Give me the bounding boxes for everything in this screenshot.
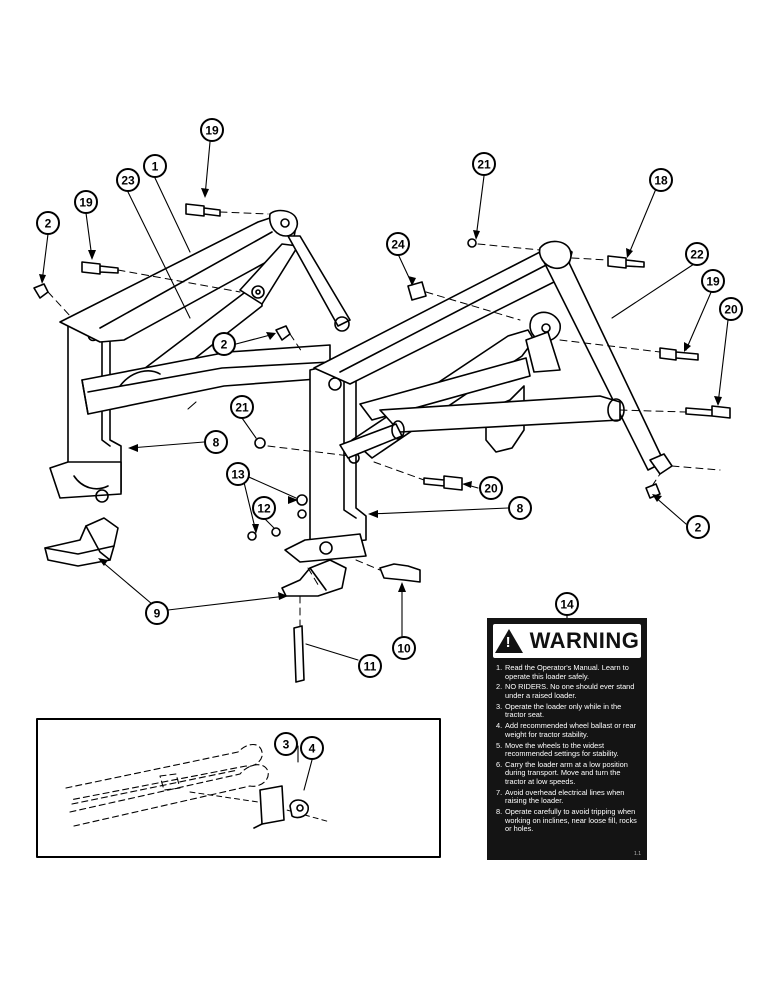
left-frame: [44, 209, 351, 567]
callout-8: 8: [204, 430, 228, 454]
svg-text:23: 23: [121, 174, 135, 188]
svg-text:1: 1: [152, 160, 159, 174]
callout-23: 23: [116, 168, 140, 192]
svg-text:24: 24: [391, 238, 405, 252]
svg-text:21: 21: [477, 158, 491, 172]
callout-3: 3: [274, 732, 298, 756]
svg-text:9: 9: [154, 607, 161, 621]
callout-24: 24: [386, 232, 410, 256]
svg-text:21: 21: [235, 401, 249, 415]
warning-item: 4.Add recommended wheel ballast or rear …: [496, 721, 637, 739]
warning-item: 3.Operate the loader only while in the t…: [496, 701, 622, 720]
svg-text:19: 19: [205, 124, 219, 138]
callout-10: 10: [392, 636, 416, 660]
callout-14: 14: [555, 592, 579, 616]
callout-21: 21: [472, 152, 496, 176]
right-frame: [281, 240, 673, 597]
warning-item: 7.Avoid overhead electrical lines when r…: [496, 787, 625, 806]
svg-text:22: 22: [690, 248, 704, 262]
warning-item: 2.NO RIDERS. No one should ever stand un…: [496, 682, 635, 700]
callout-2: 2: [686, 515, 710, 539]
arrowheads: [39, 188, 722, 600]
svg-text:14: 14: [560, 598, 574, 612]
warning-item: 1.Read the Operator's Manual. Learn to o…: [496, 663, 629, 681]
warning-item: 5.Move the wheels to the widest recommen…: [496, 740, 619, 759]
warning-list: 1.Read the Operator's Manual. Learn to o…: [493, 663, 641, 834]
svg-text:8: 8: [213, 436, 220, 450]
warning-item: 8.Operate carefully to avoid tripping wh…: [496, 807, 637, 834]
callout-9: 9: [145, 601, 169, 625]
warning-item: 6.Carry the loader arm at a low position…: [496, 759, 628, 787]
svg-text:3: 3: [283, 738, 290, 752]
alignment-lines: [47, 211, 721, 627]
leader-lines: [41, 141, 729, 791]
warning-header: WARNING: [493, 624, 641, 658]
svg-text:4: 4: [309, 742, 316, 756]
callout-20: 20: [719, 297, 743, 321]
callout-2: 2: [212, 332, 236, 356]
warning-triangle-icon: [494, 629, 523, 653]
hardware: [33, 203, 731, 683]
warning-title: WARNING: [529, 628, 640, 653]
svg-text:2: 2: [221, 338, 228, 352]
svg-text:2: 2: [695, 521, 702, 535]
callout-22: 22: [685, 242, 709, 266]
svg-text:18: 18: [654, 174, 668, 188]
callout-1: 1: [143, 154, 167, 178]
callout-12: 12: [252, 496, 276, 520]
svg-text:12: 12: [257, 502, 271, 516]
svg-text:20: 20: [484, 482, 498, 496]
callout-8: 8: [508, 496, 532, 520]
svg-text:2: 2: [45, 217, 52, 231]
decal-code: 1.1: [634, 851, 641, 857]
callout-2: 2: [36, 211, 60, 235]
callout-4: 4: [300, 736, 324, 760]
callout-19: 19: [74, 190, 98, 214]
svg-text:19: 19: [706, 275, 720, 289]
callouts: 19 1 23 19 2 2 21 8 13 12 9 21 18 24 22 …: [36, 118, 743, 760]
callout-20: 20: [479, 476, 503, 500]
warning-decal: WARNING 1.Read the Operator's Manual. Le…: [487, 618, 647, 860]
svg-text:11: 11: [364, 660, 377, 674]
svg-text:10: 10: [397, 642, 411, 656]
svg-text:19: 19: [79, 196, 93, 210]
svg-text:20: 20: [724, 303, 738, 317]
callout-21: 21: [230, 395, 254, 419]
cross-beam: [81, 344, 331, 415]
svg-text:8: 8: [517, 502, 524, 516]
callout-19: 19: [701, 269, 725, 293]
callout-11: 11: [358, 654, 382, 678]
mount-bracket: [44, 517, 119, 567]
inset-detail: [36, 718, 441, 858]
callout-19: 19: [200, 118, 224, 142]
svg-text:13: 13: [231, 468, 245, 482]
callout-18: 18: [649, 168, 673, 192]
callout-13: 13: [226, 462, 250, 486]
